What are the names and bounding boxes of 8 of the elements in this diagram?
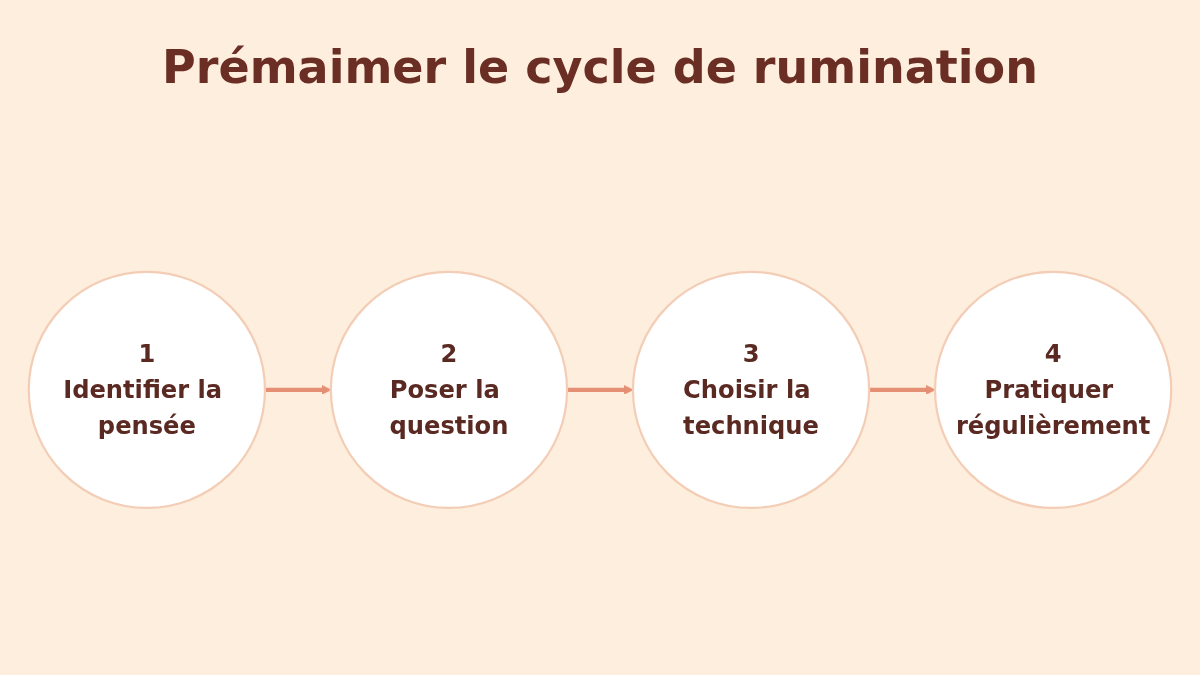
node-circle: 4 Pratiquer régulièrement: [933, 270, 1173, 510]
node-circle: 3 Choisir la technique: [631, 270, 871, 510]
arrow: [869, 385, 936, 395]
arrow: [264, 385, 332, 395]
arrow: [567, 385, 634, 395]
title: Prémaimer le cycle de rumination: [161, 39, 1039, 94]
node-circle: 2 Poser la question: [329, 270, 569, 510]
node-circle: 1 Identifier la pensée: [27, 270, 267, 510]
